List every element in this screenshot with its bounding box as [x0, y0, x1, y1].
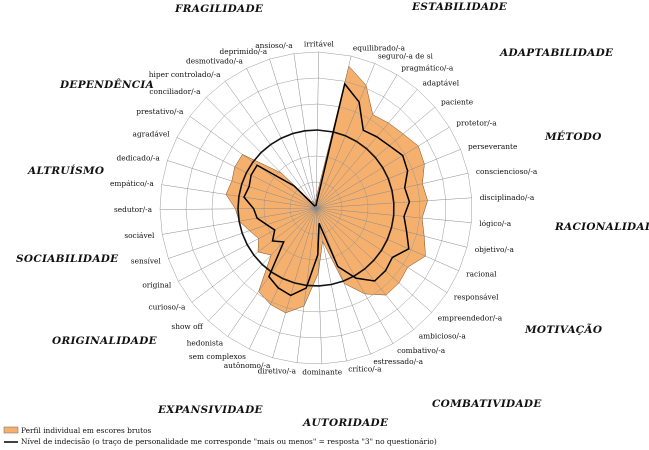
trait-label: responsável [454, 293, 499, 302]
trait-label: equilibrado/-a [353, 44, 406, 53]
grid-ring-5 [185, 77, 446, 339]
legend-swatch-profile [3, 426, 19, 434]
trait-label: dedicado/-a [116, 154, 160, 163]
trait-label: combativo/-a [397, 346, 446, 355]
trait-label: sem complexos [189, 352, 246, 361]
trait-label: original [142, 281, 172, 290]
trait-label: prestativo/-a [136, 107, 184, 116]
trait-label: empático/-a [110, 179, 154, 188]
category-label: EXPANSIVIDADE [157, 404, 264, 416]
category-label: SOCIABILIDADE [16, 253, 119, 265]
category-labels: ESTABILIDADE ADAPTABILIDADE MÉTODO RACIONAL… [16, 1, 649, 429]
trait-label: hedonista [187, 339, 224, 348]
trait-label: deprimido/-a [220, 47, 268, 56]
trait-label: hiper controlado/-a [149, 70, 221, 79]
category-label: ALTRUÍSMO [27, 163, 105, 177]
trait-label: protetor/-a [456, 119, 497, 128]
trait-label: racional [466, 270, 497, 279]
trait-label: lógico/-a [479, 219, 511, 228]
trait-label: disciplinado/-a [480, 193, 535, 202]
trait-label: perseverante [468, 142, 517, 151]
legend-label-indecision: Nível de indecisão (o traço de personali… [21, 437, 437, 446]
grid-ring-2 [263, 155, 369, 261]
legend-label-profile: Perfil individual em escores brutos [21, 426, 152, 435]
trait-label: objetivo/-a [475, 245, 515, 254]
category-label: ESTABILIDADE [411, 1, 508, 13]
series-indecision-line [237, 129, 395, 287]
trait-label: estressado/-a [373, 357, 423, 366]
category-label: DEPENDÊNCIA [59, 77, 154, 91]
trait-label: ambicioso/-a [419, 331, 467, 340]
grid-ring-1 [289, 181, 343, 235]
trait-label: show off [171, 322, 203, 331]
trait-label: consciencioso/-a [476, 167, 538, 176]
category-label: FRAGILIDADE [174, 3, 264, 15]
trait-label: curioso/-a [149, 303, 186, 312]
trait-label: diretivo/-a [258, 366, 297, 375]
trait-label: paciente [441, 97, 473, 106]
trait-label: dominante [302, 367, 342, 376]
category-label: AUTORIDADE [302, 417, 389, 429]
trait-label: agradável [133, 129, 171, 138]
category-label: MOTIVAÇÃO [524, 322, 603, 336]
trait-label: sedutor/-a [114, 205, 153, 214]
trait-label: pragmático/-a [401, 63, 454, 72]
trait-label: adaptável [423, 79, 460, 88]
trait-label: crítico/-a [348, 364, 382, 373]
grid-ring-6 [159, 51, 472, 365]
legend: Perfil individual em escores brutos Níve… [3, 426, 437, 446]
trait-label: desmotivado/-a [186, 57, 243, 66]
category-label: ADAPTABILIDADE [499, 47, 614, 59]
trait-label: empreendedor/-a [438, 313, 503, 322]
trait-label: conciliador/-a [149, 87, 201, 96]
category-label: MÉTODO [544, 129, 602, 143]
trait-label: irritável [304, 40, 335, 49]
trait-label: seguro/-a de si [378, 52, 434, 61]
category-label: RACIONALIDADE [554, 221, 649, 233]
grid-ring-4 [211, 103, 421, 313]
series-profile-line [243, 82, 411, 297]
trait-label: sociável [124, 231, 155, 240]
category-label: COMBATIVIDADE [432, 398, 542, 410]
category-label: ORIGINALIDADE [52, 335, 158, 347]
trait-label: sensível [131, 257, 162, 266]
trait-label: ansioso/-a [255, 41, 293, 50]
trait-label: autônomo/-a [224, 361, 271, 370]
